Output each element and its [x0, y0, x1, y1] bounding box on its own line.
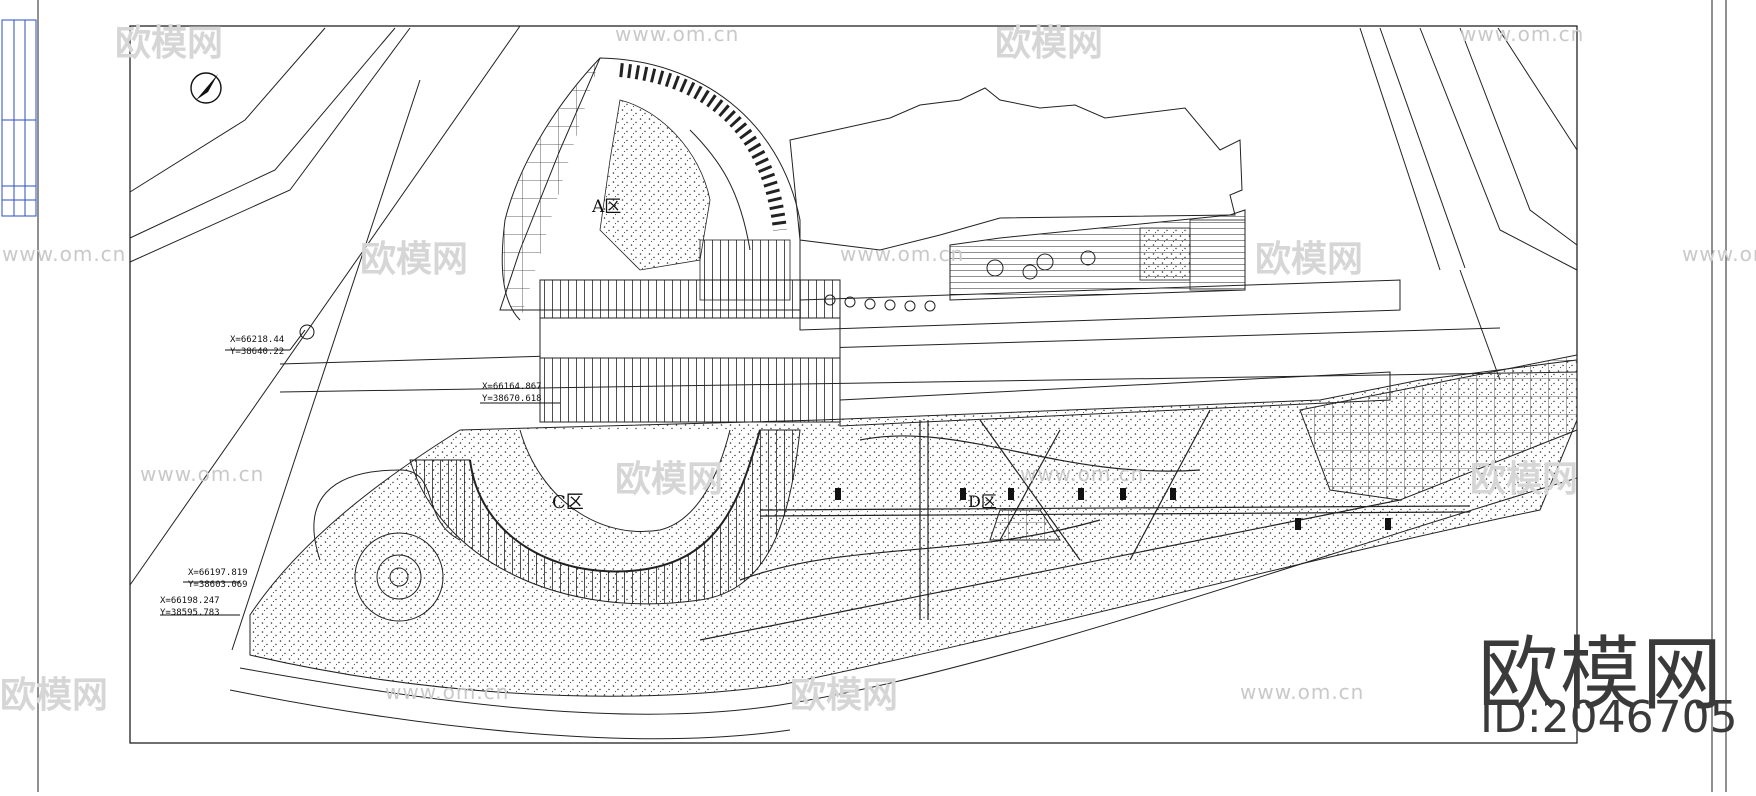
watermark-logo: 欧模网: [360, 239, 469, 280]
coordinate-label-2: X=66164.867 Y=38670.618: [482, 381, 542, 405]
north-arrow-icon: [190, 72, 222, 104]
watermark-site: www.om.cn: [1020, 462, 1145, 486]
corner-id: ID:2046705: [1480, 692, 1738, 743]
watermark-logo: 欧模网: [0, 675, 109, 716]
tree-row: [824, 250, 1096, 312]
grid-paving: [1299, 354, 1578, 501]
zone-d-planter: [989, 509, 1061, 541]
watermark-logo: 欧模网: [1255, 239, 1364, 280]
watermark-logo: 欧模网: [115, 23, 224, 64]
zone-c-label: C区: [552, 492, 584, 513]
central-corridor: [539, 279, 841, 423]
coordinate-label-1: X=66218.44 Y=38640.22: [230, 334, 284, 358]
zone-a-label: A区: [592, 197, 622, 217]
watermark-logo: 欧模网: [1470, 459, 1579, 500]
zone-b-terrace: [949, 209, 1246, 301]
building-outline: [789, 87, 1243, 251]
coordinate-y: Y=38640.22: [230, 347, 285, 357]
zone-c-amphitheatre: [409, 429, 801, 605]
coordinate-x: X=66164.867: [482, 382, 542, 392]
watermark-site: www.om.cn: [1460, 22, 1585, 46]
bench-marks: [835, 488, 1391, 530]
coordinate-leaders: [160, 324, 560, 616]
watermark-site: www.om.cn: [1682, 242, 1756, 266]
watermark-site: www.om.cn: [615, 22, 740, 46]
round-plaza: [313, 469, 461, 622]
watermark-site: www.om.cn: [2, 242, 127, 266]
watermark-site: www.om.cn: [840, 242, 965, 266]
watermark-site: www.om.cn: [385, 680, 510, 704]
watermark-logo: 欧模网: [995, 23, 1104, 64]
watermark-site: www.om.cn: [140, 462, 265, 486]
coordinate-y: Y=38603.069: [188, 580, 248, 590]
zone-d-paths: [699, 409, 1471, 641]
title-block: [1, 19, 37, 217]
coordinate-y: Y=38670.618: [482, 394, 542, 404]
coordinate-label-4: X=66198.247 Y=38595.783: [160, 595, 220, 619]
coordinate-x: X=66198.247: [160, 596, 220, 606]
corner-logo: 欧模网: [1478, 628, 1724, 721]
sheet-frame: [37, 0, 1727, 792]
zone-a-plaza: [499, 57, 801, 321]
watermark-site: www.om.cn: [1240, 680, 1365, 704]
watermark-logo: 欧模网: [790, 675, 899, 716]
coordinate-label-3: X=66197.819 Y=38603.069: [188, 567, 248, 591]
watermark-logo: 欧模网: [615, 459, 724, 500]
zone-d-label: D区: [968, 492, 997, 511]
coordinate-x: X=66197.819: [188, 568, 248, 578]
coordinate-y: Y=38595.783: [160, 608, 220, 618]
coordinate-x: X=66218.44: [230, 335, 285, 345]
